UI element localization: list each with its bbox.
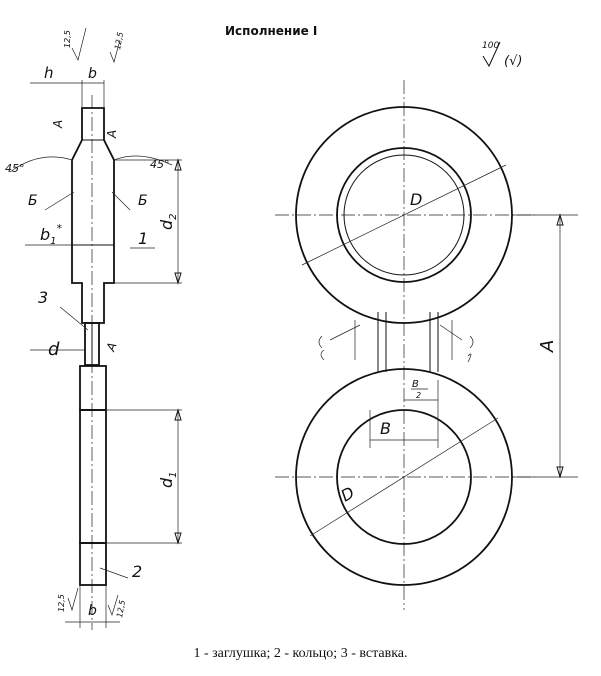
ring-disk-inner xyxy=(336,409,472,545)
label-b-half-num: B xyxy=(412,379,419,390)
label-d-top: D xyxy=(410,190,422,209)
label-d2: d2 xyxy=(157,213,179,230)
blank-disk-step xyxy=(336,147,472,283)
side-section-view: h b 12,5 12,5 A A 45° 45° Б Б b1* 1 d2 3 xyxy=(5,27,182,630)
ring-bore xyxy=(79,409,107,544)
label-angle-right: 45° xyxy=(150,158,170,171)
dim-line-d-top xyxy=(301,164,507,266)
front-view: D D B B 2 A xyxy=(275,80,578,610)
label-h: h xyxy=(44,64,54,82)
label-part-3: 3 xyxy=(38,288,48,307)
label-d-bottom: D xyxy=(338,483,358,506)
label-roughness-bottom-left: 12,5 xyxy=(57,594,66,612)
drawing-title: Исполнение I xyxy=(225,24,317,38)
roughness-mark: 100 (√) xyxy=(482,41,522,69)
label-b1: b1* xyxy=(40,222,63,247)
ring-section-bottom xyxy=(79,542,107,586)
label-roughness-top-left: 12,5 xyxy=(63,30,72,48)
label-b-half-den: 2 xyxy=(416,391,421,400)
label-section-a1: A xyxy=(51,120,65,129)
label-angle-left: 45° xyxy=(5,162,25,175)
label-roughness-top-right: 12,5 xyxy=(113,31,125,50)
label-part-2: 2 xyxy=(132,562,142,581)
label-a-dim: A xyxy=(537,340,558,353)
blank-disk-inner xyxy=(343,154,465,276)
label-b-top: b xyxy=(88,66,97,82)
label-b-dim: B xyxy=(380,419,391,438)
label-section-a3: A xyxy=(103,341,119,354)
label-part-1: 1 xyxy=(138,229,148,248)
label-b-left: Б xyxy=(28,193,38,209)
roughness-paren: (√) xyxy=(504,54,522,69)
dim-line-d-bottom xyxy=(309,417,499,537)
label-b-bottom: b xyxy=(88,603,97,619)
ring-section-top xyxy=(79,365,107,411)
label-roughness-bottom-right: 12,5 xyxy=(115,599,127,618)
label-section-a2: A xyxy=(105,130,119,139)
label-b-right: Б xyxy=(138,193,148,209)
roughness-value: 100 xyxy=(482,41,499,51)
label-d: d xyxy=(48,339,60,360)
figure-caption: 1 - заглушка; 2 - кольцо; 3 - вставка. xyxy=(193,646,408,661)
label-d1: d1 xyxy=(157,471,179,488)
